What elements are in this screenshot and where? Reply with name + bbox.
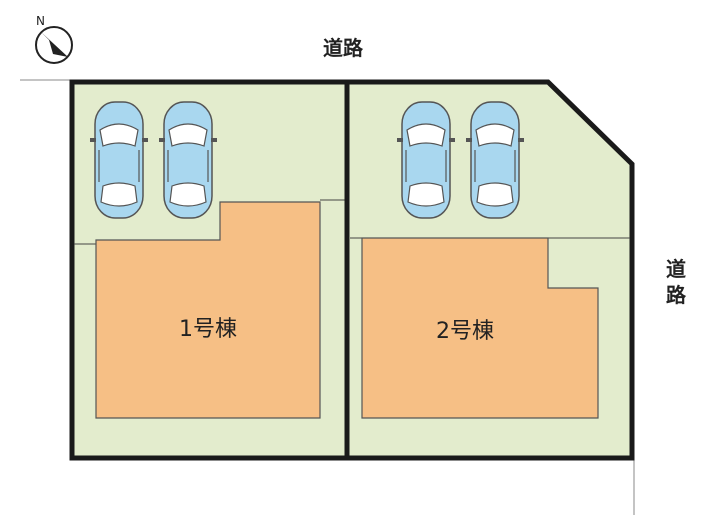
- road-label-right-1: 道: [666, 257, 686, 281]
- north-arrow-icon: N: [35, 14, 73, 64]
- car-icon: [465, 101, 525, 219]
- building-label-lot-2: 2号棟: [436, 319, 494, 344]
- building-label-lot-1: 1号棟: [179, 317, 237, 342]
- building-lot-1: [95, 201, 321, 419]
- car-icon: [396, 101, 456, 219]
- car-icon: [89, 101, 149, 219]
- road-label-top: 道路: [323, 36, 364, 60]
- building-lot-2: [361, 237, 599, 419]
- road-label-right-2: 路: [666, 283, 687, 307]
- compass-label: N: [36, 14, 45, 28]
- car-icon: [158, 101, 218, 219]
